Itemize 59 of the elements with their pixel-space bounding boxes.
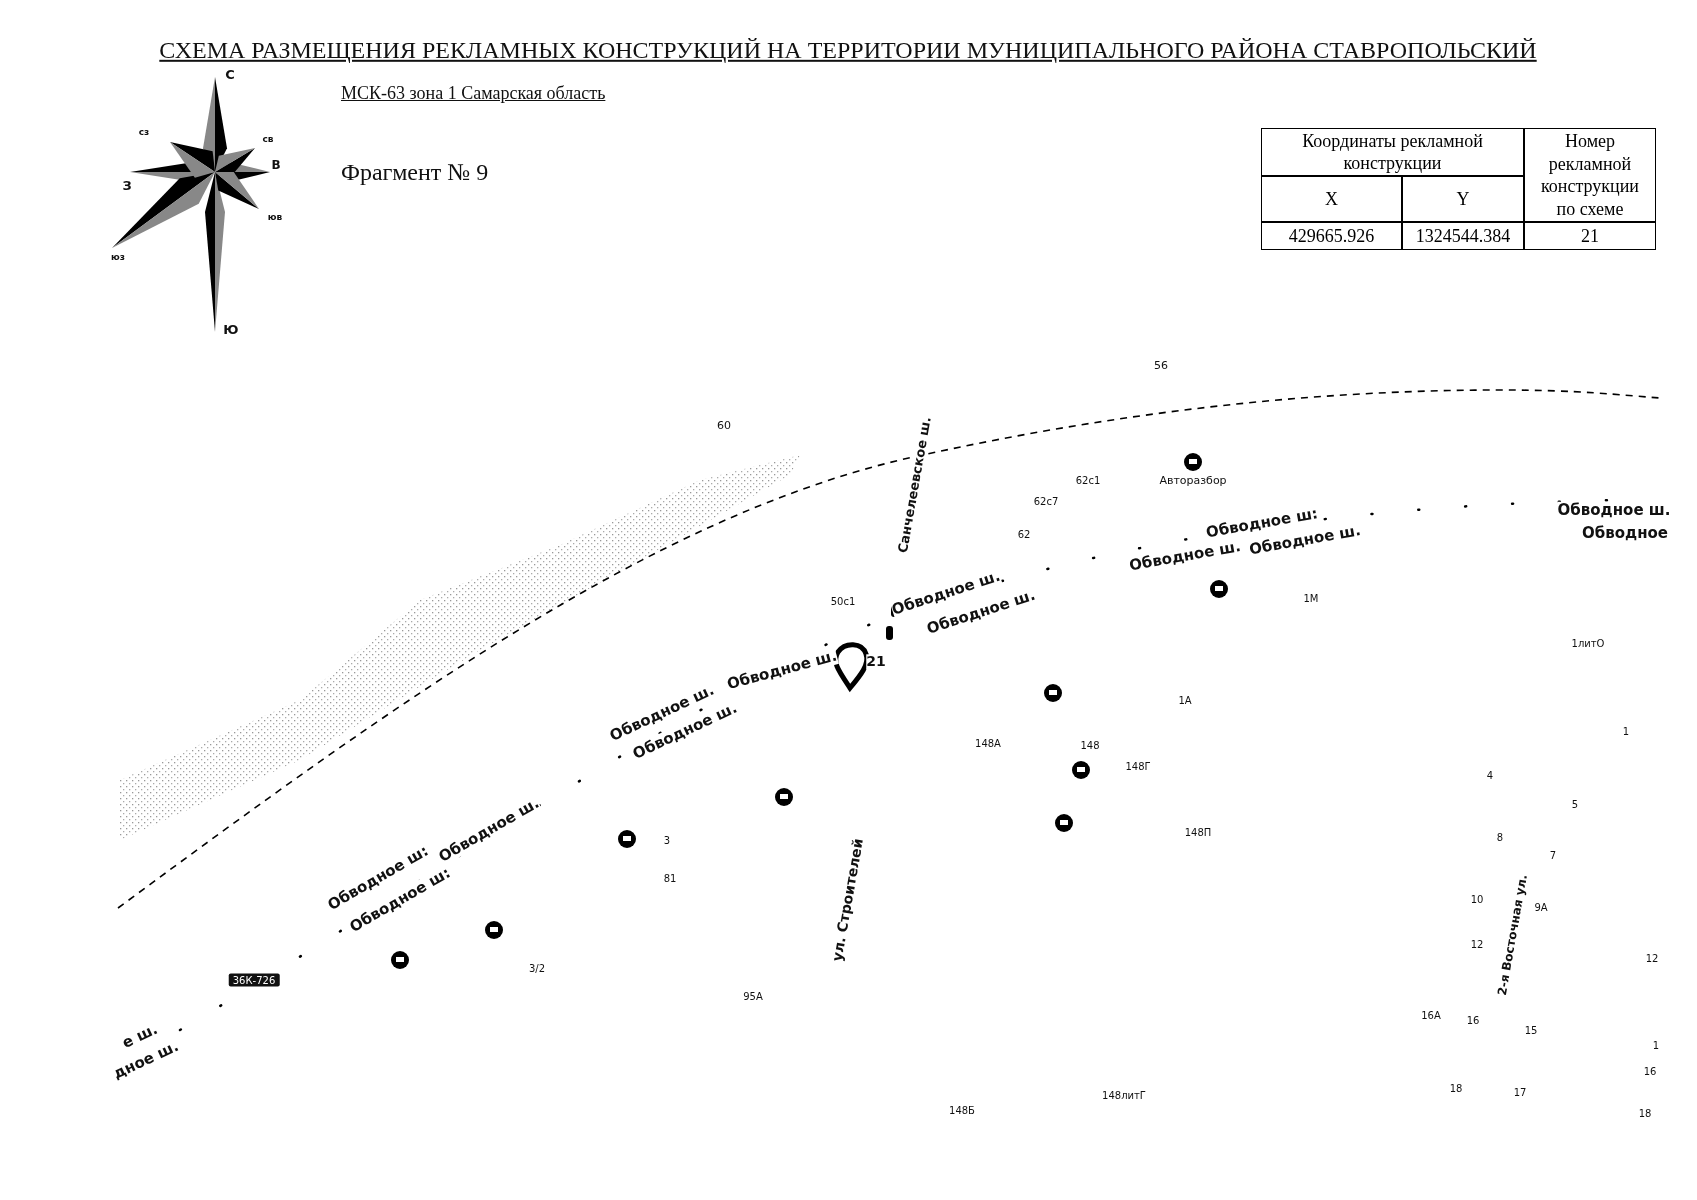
data-cell: 21 [1524, 222, 1656, 250]
compass-label: юв [267, 213, 283, 223]
house-number: 148П [1184, 826, 1212, 838]
house-number: 18 [1449, 1082, 1463, 1094]
marker-number: 21 [866, 654, 886, 670]
street-label: Обводное [1582, 524, 1668, 542]
data-cell: 1324544.384 [1402, 222, 1524, 250]
house-number: 4 [1486, 769, 1494, 781]
subtitle: МСК-63 зона 1 Самарская область [341, 84, 606, 104]
header-cell: X [1261, 176, 1402, 222]
house-number: 7 [1549, 849, 1557, 861]
street-label: Обводное ш. [1557, 501, 1671, 519]
house-number: 10 [1470, 893, 1484, 905]
house-number: 50с1 [830, 595, 856, 607]
road-number-badge: 36К-726 [228, 973, 280, 987]
data-cell: 429665.926 [1261, 222, 1402, 250]
house-number: 1А [1178, 694, 1192, 706]
house-number: 81 [663, 872, 677, 884]
house-number: 148 [1080, 739, 1100, 751]
house-number: 62с1 [1075, 474, 1101, 486]
compass-label: юз [111, 253, 125, 263]
header-cell: Y [1402, 176, 1524, 222]
compass-label: В [271, 159, 281, 173]
compass-label: З [122, 178, 132, 194]
house-number: 1 [1622, 725, 1630, 737]
house-number: 12 [1645, 952, 1659, 964]
house-number: 148литГ [1102, 1089, 1146, 1101]
compass-label: сз [138, 128, 150, 138]
house-number: 5 [1571, 798, 1579, 810]
house-number: 95А [743, 990, 763, 1002]
house-number: 17 [1513, 1086, 1527, 1098]
house-number: 3 [663, 834, 671, 846]
house-number: 148Г [1125, 760, 1151, 772]
house-number: 148А [975, 737, 1001, 749]
house-number: 1литО [1571, 637, 1605, 649]
house-number: 16 [1643, 1065, 1657, 1077]
house-number: 62 [1017, 528, 1031, 540]
house-number: 16А [1421, 1009, 1441, 1021]
house-number: 15 [1524, 1024, 1538, 1036]
fragment-heading: Фрагмент № 9 [341, 158, 489, 185]
house-number: 60 [717, 419, 731, 433]
house-number: 56 [1154, 359, 1168, 373]
house-number: 148Б [949, 1104, 975, 1116]
place-label: Авторазбор [1159, 474, 1227, 488]
house-number: 18 [1638, 1107, 1652, 1119]
compass-label: С [225, 67, 235, 83]
header-cell: Координаты рекламной конструкции [1261, 128, 1524, 176]
house-number: 12 [1470, 938, 1484, 950]
house-number: 8 [1496, 831, 1504, 843]
house-number: 62с7 [1033, 495, 1059, 507]
house-number: 1 [1652, 1039, 1660, 1051]
compass-label: св [262, 135, 274, 145]
house-number: 9А [1534, 901, 1548, 913]
house-number: 16 [1466, 1014, 1480, 1026]
house-number: 3/2 [528, 962, 546, 974]
compass-label: Ю [223, 322, 239, 338]
title: СХЕМА РАЗМЕЩЕНИЯ РЕКЛАМНЫХ КОНСТРУКЦИЙ НА ТЕРРИТОРИИ МУНИЦИПАЛЬНОГО РАЙОНА СТАВРОПОЛЬСКИЙ [159, 36, 1537, 64]
house-number: 1М [1303, 592, 1319, 604]
header-cell: Номер рекламной конструкции по схеме [1524, 128, 1656, 222]
